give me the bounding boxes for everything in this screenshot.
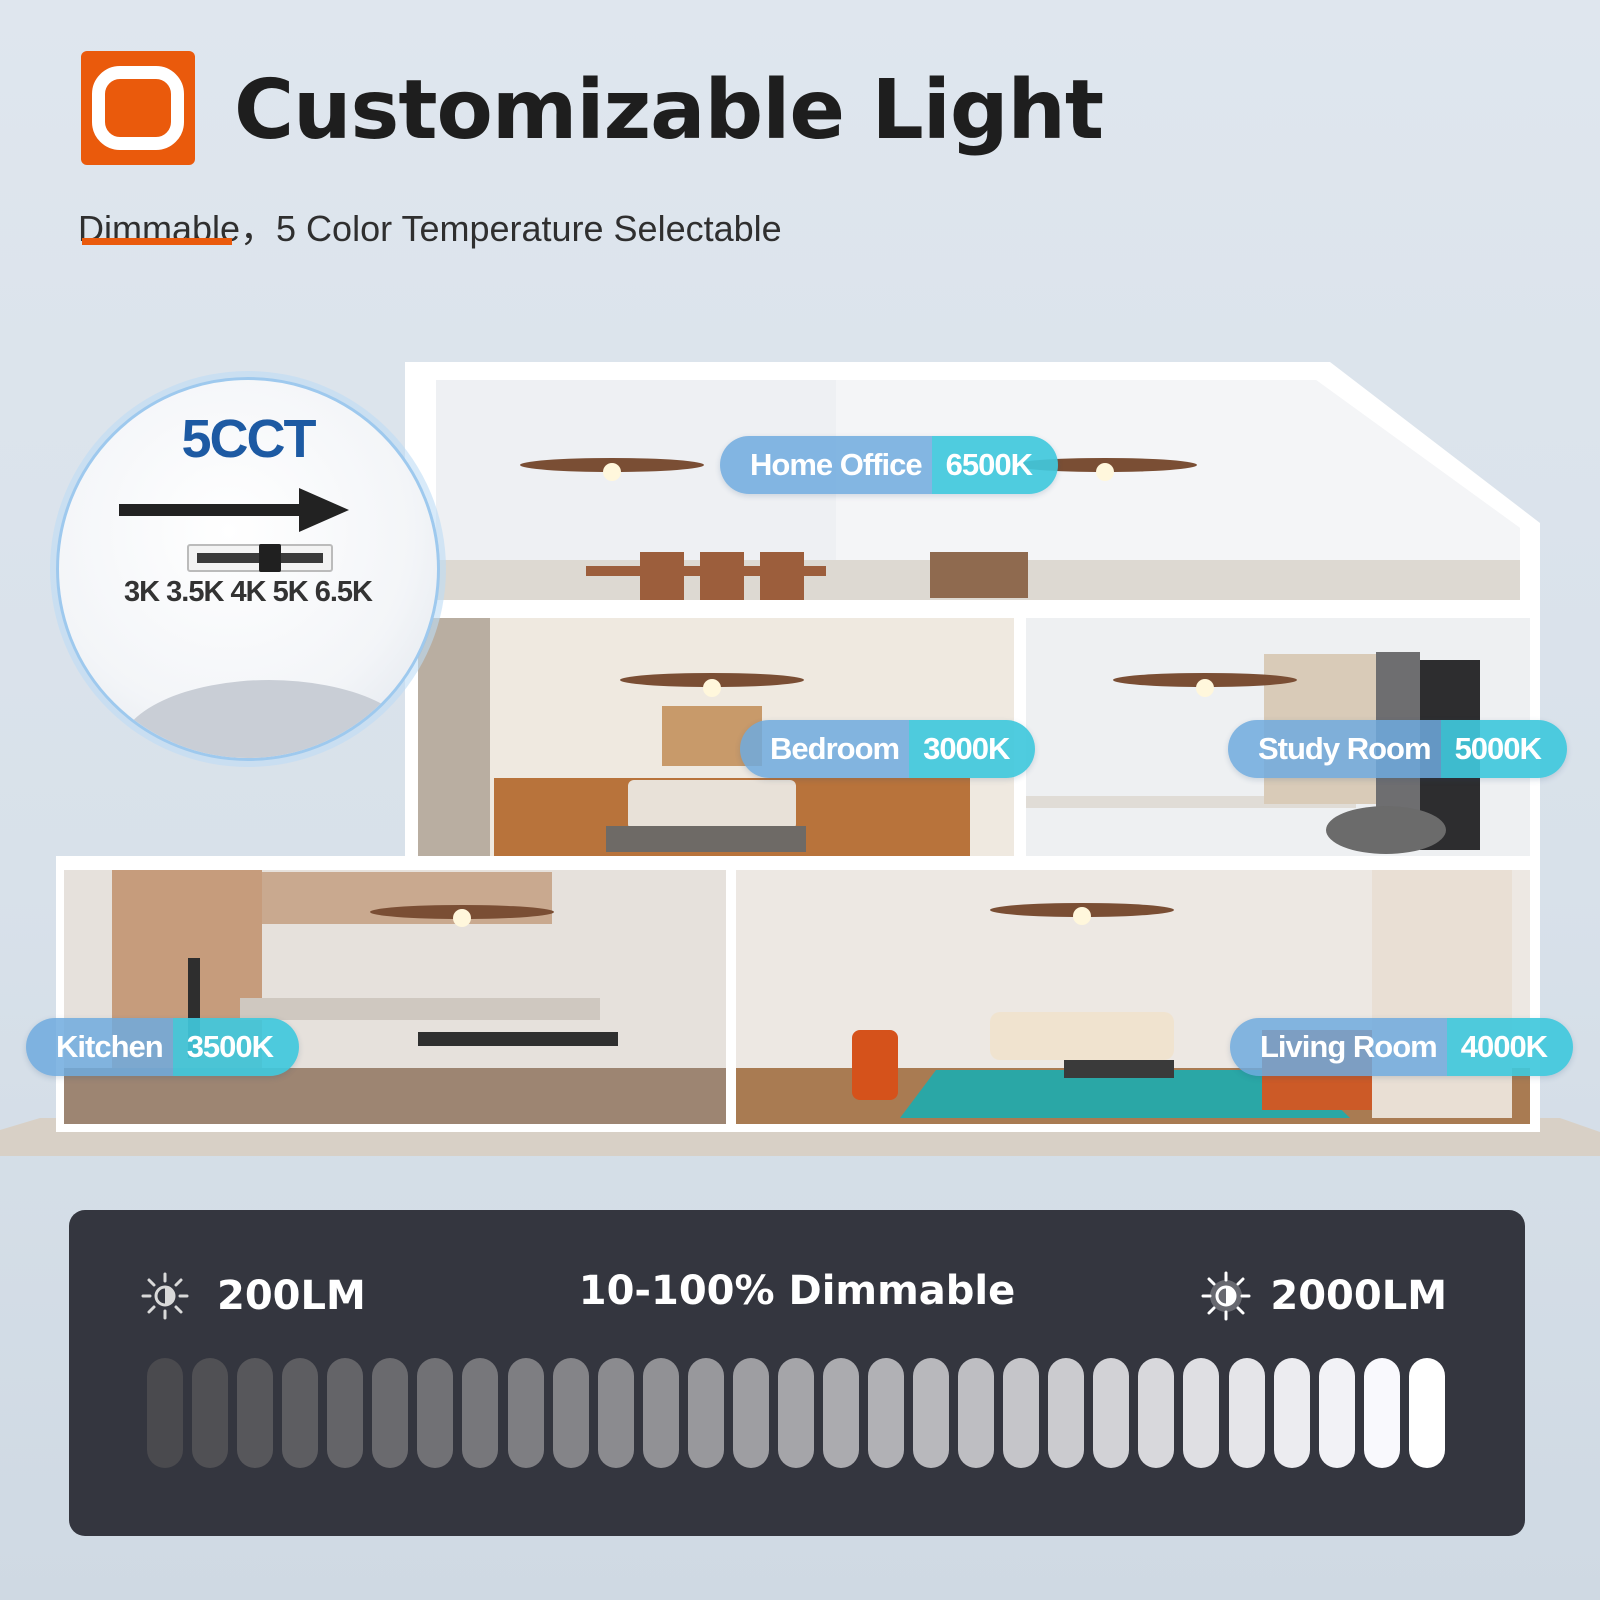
dimming-level-bar — [687, 1358, 724, 1468]
dimming-level-bar — [237, 1358, 274, 1468]
dimming-panel: 200LM 10-100% Dimmable 2000LM — [69, 1210, 1525, 1536]
arrow-right-icon — [119, 488, 349, 532]
dimming-level-bar — [417, 1358, 454, 1468]
dimming-level-bars — [147, 1358, 1445, 1468]
dimming-level-bar — [1138, 1358, 1175, 1468]
dim-high-group: 2000LM — [1200, 1270, 1447, 1322]
page-title: Customizable Light — [234, 63, 1104, 158]
room-name: Home Office — [720, 436, 932, 494]
room-temp: 3500K — [172, 1018, 300, 1076]
dimming-level-bar — [777, 1358, 814, 1468]
dimming-level-bar — [1318, 1358, 1355, 1468]
dimming-level-bar — [327, 1358, 364, 1468]
room-temp: 3000K — [909, 720, 1036, 778]
dimming-level-bar — [913, 1358, 950, 1468]
dimming-level-bar — [147, 1358, 183, 1468]
dimming-level-bar — [642, 1358, 679, 1468]
dimming-level-bar — [1363, 1358, 1400, 1468]
dimming-level-bar — [958, 1358, 995, 1468]
room-name: Study Room — [1228, 720, 1441, 778]
dim-high-label: 2000LM — [1270, 1273, 1447, 1319]
dimming-level-bar — [507, 1358, 544, 1468]
dim-sun-icon — [141, 1272, 189, 1320]
brand-logo — [81, 51, 195, 165]
room-label-kitchen: Kitchen 3500K — [26, 1018, 300, 1076]
cct-title: 5CCT — [181, 409, 316, 469]
room-label-bedroom: Bedroom 3000K — [740, 720, 1036, 778]
room-label-living-room: Living Room 4000K — [1230, 1018, 1574, 1076]
dimming-level-bar — [1003, 1358, 1040, 1468]
room-temp: 6500K — [931, 436, 1058, 494]
room-name: Living Room — [1230, 1018, 1447, 1076]
dimming-level-bar — [552, 1358, 589, 1468]
dimming-level-bar — [192, 1358, 229, 1468]
dimming-level-bar — [597, 1358, 634, 1468]
bright-sun-icon — [1201, 1271, 1251, 1321]
cct-slider-knob — [259, 544, 281, 572]
cct-scale: 3K 3.5K 4K 5K 6.5K — [124, 576, 373, 608]
dim-range-label: 10-100% Dimmable — [578, 1268, 1016, 1314]
cct-switch-closeup: 5CCT 3K 3.5K 4K 5K 6.5K — [56, 377, 440, 761]
lamp-base — [119, 680, 419, 758]
dimming-level-bar — [372, 1358, 409, 1468]
dimming-level-bar — [1273, 1358, 1310, 1468]
dimming-level-bar — [1228, 1358, 1265, 1468]
dimming-level-bar — [282, 1358, 319, 1468]
dimming-level-bar — [1093, 1358, 1130, 1468]
room-label-study-room: Study Room 5000K — [1228, 720, 1567, 778]
cct-slider-switch — [187, 544, 333, 572]
dimming-level-bar — [1183, 1358, 1220, 1468]
dimming-level-bar — [1408, 1358, 1445, 1468]
room-name: Bedroom — [740, 720, 910, 778]
dimming-level-bar — [732, 1358, 769, 1468]
dimming-level-bar — [822, 1358, 859, 1468]
dim-low-label: 200LM — [217, 1273, 366, 1319]
dimming-level-bar — [868, 1358, 904, 1468]
dim-low-group: 200LM — [139, 1270, 366, 1322]
dimming-level-bar — [1048, 1358, 1085, 1468]
subtitle-underline — [82, 238, 232, 245]
room-label-home-office: Home Office 6500K — [720, 436, 1058, 494]
ring-logo-icon — [92, 66, 184, 150]
room-temp: 4000K — [1446, 1018, 1574, 1076]
dimming-level-bar — [462, 1358, 499, 1468]
room-temp: 5000K — [1440, 720, 1567, 778]
room-name: Kitchen — [26, 1018, 173, 1076]
